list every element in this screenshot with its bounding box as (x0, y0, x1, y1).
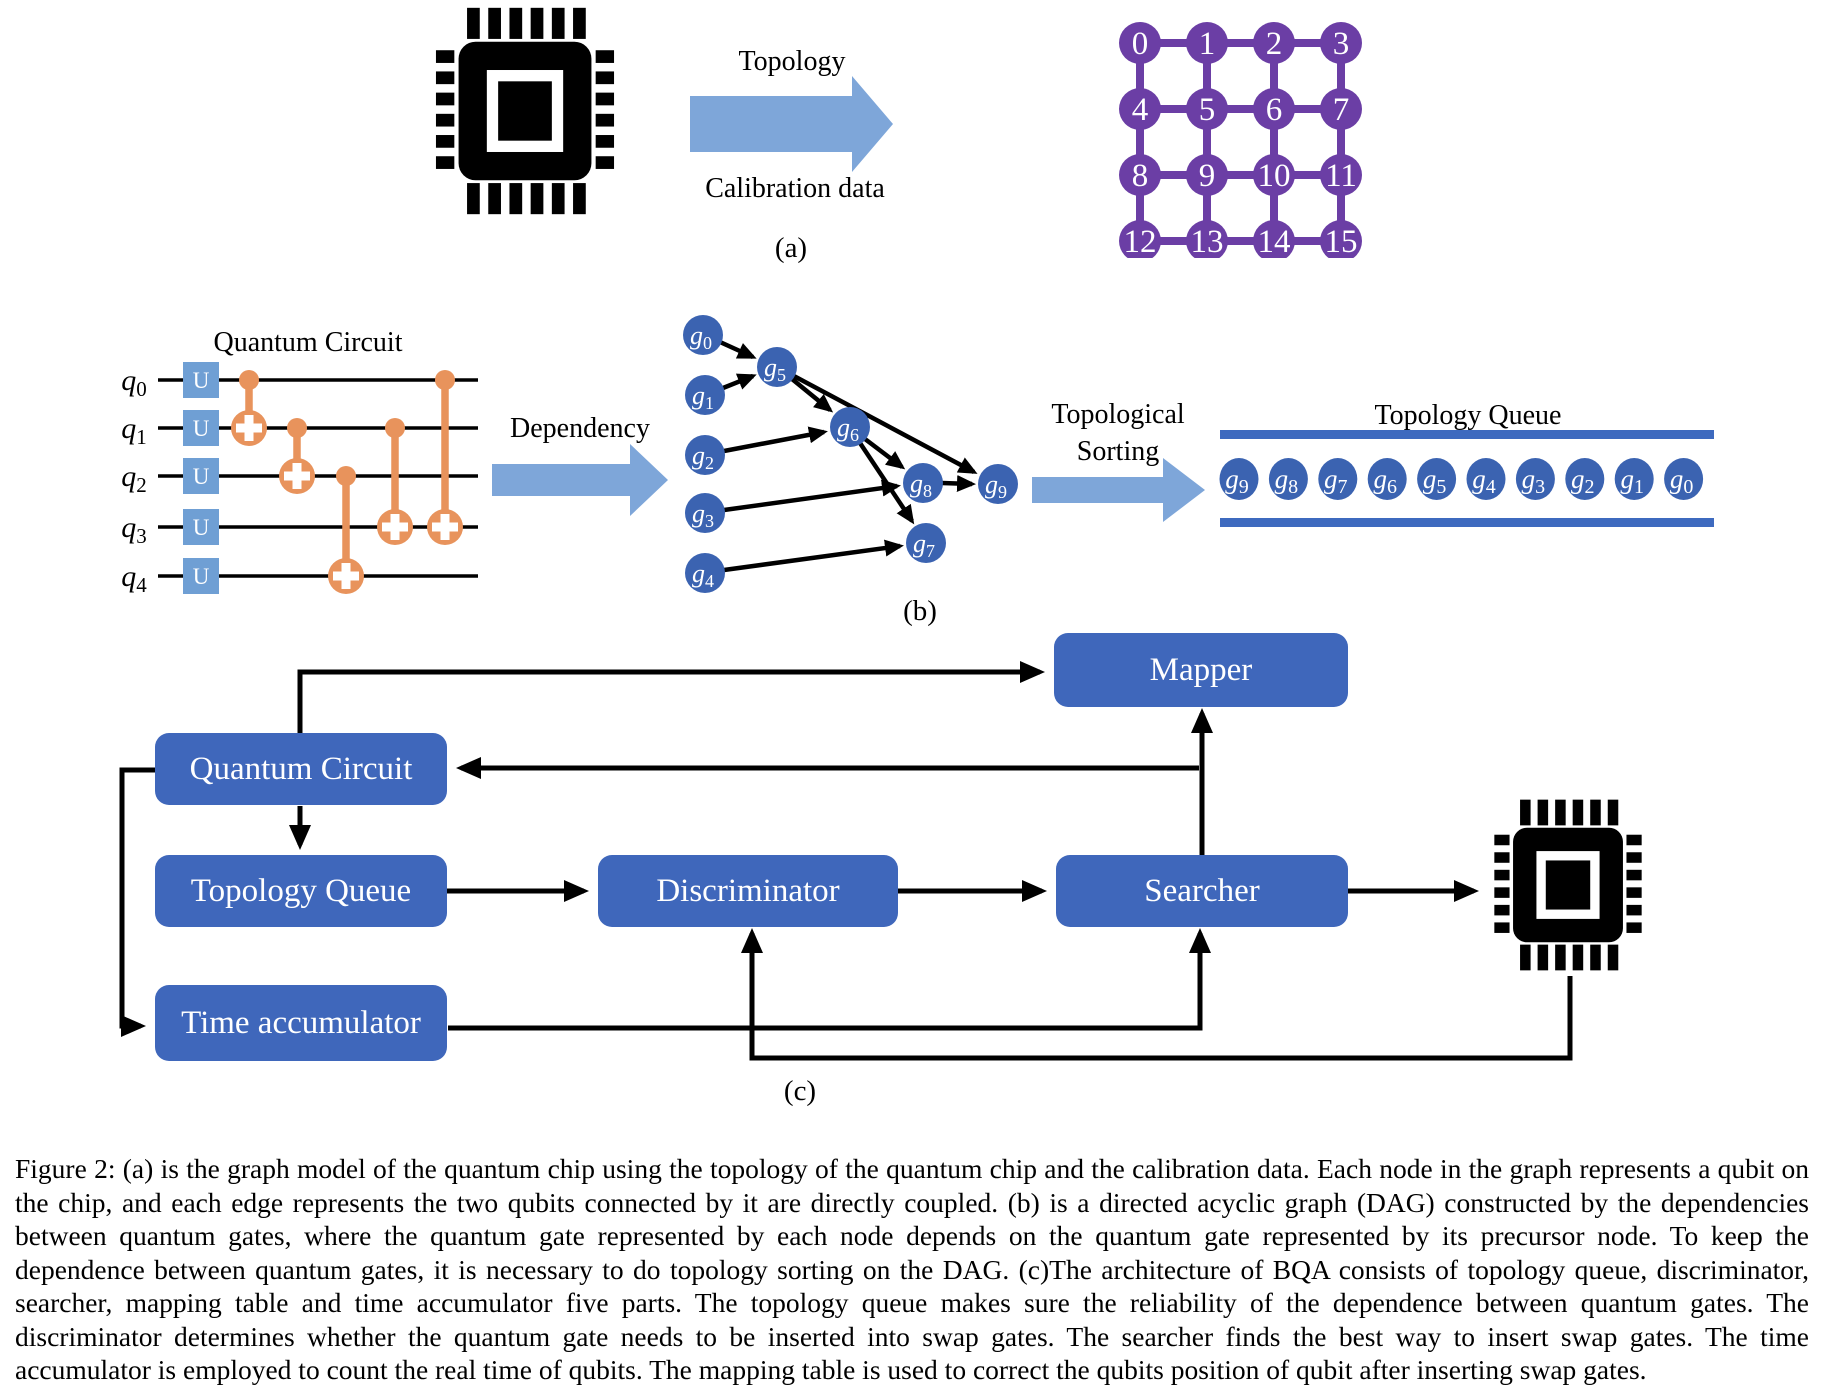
dependency-label: Dependency (510, 413, 650, 444)
dag-edges (719, 339, 978, 573)
svg-text:g2: g2 (692, 441, 714, 474)
figure-caption: Figure 2: (a) is the graph model of the … (15, 1153, 1809, 1385)
chip-icon (1492, 796, 1644, 974)
svg-text:U: U (193, 416, 210, 441)
topological-sorting-label-line1: Topological (1051, 399, 1185, 430)
svg-text:g0: g0 (690, 321, 712, 354)
svg-text:2: 2 (1266, 26, 1283, 62)
architecture-lines (119, 661, 1573, 1061)
svg-text:5: 5 (1199, 92, 1216, 128)
u-gates: U U U U U (183, 362, 219, 594)
chip-icon (430, 5, 620, 217)
gate-dependency-dag: g0 g1 g2 g3 g4 g5 g6 g7 g8 g9 (683, 315, 1018, 593)
topological-sorting-label-line2: Sorting (1076, 436, 1160, 467)
svg-text:1: 1 (1199, 26, 1216, 62)
right-arrow-icon (492, 444, 668, 516)
svg-text:6: 6 (1266, 92, 1283, 128)
svg-text:g7: g7 (913, 529, 935, 562)
quantum-circuit-box: Quantum Circuit (155, 733, 447, 805)
svg-text:0: 0 (1132, 26, 1149, 62)
grid-nodes (1119, 22, 1362, 258)
svg-text:9: 9 (1199, 158, 1216, 194)
svg-text:U: U (193, 515, 210, 540)
svg-text:g5: g5 (764, 353, 786, 386)
panel-c-label: (c) (783, 1075, 817, 1107)
topology-queue-box-label: Topology Queue (190, 872, 412, 909)
svg-text:g6: g6 (1373, 464, 1397, 498)
cnot-gates (231, 370, 463, 594)
svg-text:q3: q3 (121, 511, 147, 549)
mapper-box-label: Mapper (1149, 651, 1253, 688)
svg-text:7: 7 (1333, 92, 1350, 128)
searcher-box-label: Searcher (1144, 872, 1260, 909)
svg-text:q2: q2 (121, 460, 147, 498)
svg-text:13: 13 (1191, 224, 1224, 258)
svg-text:q1: q1 (121, 412, 147, 450)
svg-text:g9: g9 (1225, 464, 1249, 498)
mapper-box: Mapper (1054, 633, 1348, 707)
architecture-connectors (119, 661, 1573, 1061)
searcher-box: Searcher (1056, 855, 1348, 927)
svg-text:q0: q0 (121, 364, 147, 402)
svg-text:g3: g3 (1522, 464, 1546, 498)
svg-text:g3: g3 (692, 499, 714, 532)
svg-text:g8: g8 (910, 469, 932, 502)
discriminator-box: Discriminator (598, 855, 898, 927)
svg-text:U: U (193, 464, 210, 489)
queue-top-bar (1220, 430, 1714, 439)
dag-node-circles (683, 315, 1018, 593)
svg-text:8: 8 (1132, 158, 1149, 194)
right-arrow-icon (1032, 458, 1205, 522)
svg-text:4: 4 (1132, 92, 1149, 128)
svg-text:3: 3 (1333, 26, 1350, 62)
svg-text:15: 15 (1325, 224, 1358, 258)
topology-queue-diagram: g9 g8 g7 g6 g5 g4 g3 g2 g1 g0 (1219, 430, 1714, 527)
panel-b-label: (b) (903, 595, 937, 627)
panel-a-label: (a) (774, 232, 808, 264)
topology-arrow-bottom-label: Calibration data (705, 173, 885, 204)
queue-item-labels: g9 g8 g7 g6 g5 g4 g3 g2 g1 g0 (1225, 464, 1693, 498)
quantum-circuit-diagram: q0 q1 q2 q3 q4 U U U U U (121, 362, 478, 598)
grid-edges (1136, 39, 1345, 245)
qubit-labels: q0 q1 q2 q3 q4 (121, 364, 147, 598)
svg-text:14: 14 (1258, 224, 1291, 258)
svg-text:U: U (193, 564, 210, 589)
queue-circles (1219, 458, 1704, 500)
svg-text:g9: g9 (985, 470, 1007, 503)
svg-text:g4: g4 (692, 559, 714, 592)
svg-text:12: 12 (1124, 224, 1157, 258)
svg-text:10: 10 (1258, 158, 1291, 194)
right-arrow-icon (690, 76, 893, 172)
svg-text:g2: g2 (1571, 464, 1595, 498)
discriminator-box-label: Discriminator (656, 872, 840, 909)
topology-queue-box: Topology Queue (155, 855, 447, 927)
svg-text:g5: g5 (1423, 464, 1447, 498)
svg-text:g7: g7 (1324, 464, 1348, 498)
svg-text:11: 11 (1325, 158, 1357, 194)
svg-text:g1: g1 (692, 381, 714, 414)
topology-arrow-top-label: Topology (738, 46, 846, 77)
topology-queue-title: Topology Queue (1374, 400, 1562, 431)
svg-text:g1: g1 (1620, 464, 1644, 498)
time-accumulator-box: Time accumulator (155, 985, 447, 1061)
dag-node-labels: g0 g1 g2 g3 g4 g5 g6 g7 g8 g9 (690, 321, 1007, 592)
queue-bottom-bar (1220, 518, 1714, 527)
svg-text:q4: q4 (121, 560, 147, 598)
quantum-circuit-box-label: Quantum Circuit (189, 750, 413, 787)
svg-text:g0: g0 (1670, 464, 1694, 498)
quantum-circuit-title: Quantum Circuit (213, 327, 403, 358)
time-accumulator-box-label: Time accumulator (181, 1004, 421, 1041)
svg-text:g4: g4 (1472, 464, 1496, 498)
svg-text:U: U (193, 368, 210, 393)
svg-text:g6: g6 (837, 413, 859, 446)
svg-text:g8: g8 (1275, 464, 1299, 498)
